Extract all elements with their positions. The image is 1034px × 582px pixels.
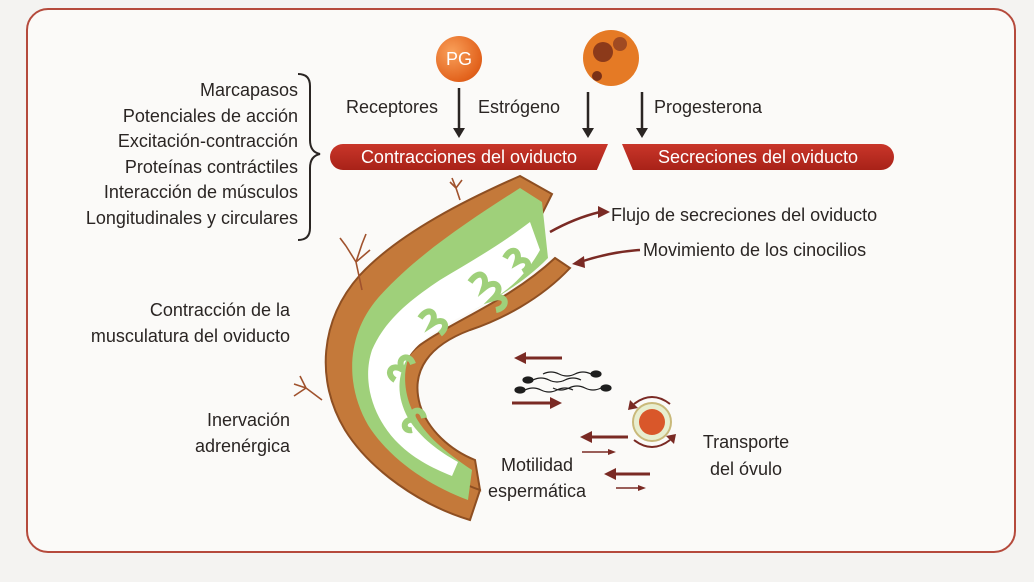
motilidad-label-2: espermática (487, 481, 587, 501)
pacemaker-factor-list: Marcapasos Potenciales de acción Excitac… (86, 78, 298, 231)
estrogeno-label: Estrógeno (478, 97, 561, 117)
list-item: Potenciales de acción (122, 105, 298, 126)
inervacion-label-1: Inervación (206, 410, 290, 430)
receptores-label: Receptores (346, 97, 439, 117)
contraccion-label-2: musculatura del oviducto (90, 326, 290, 346)
progesterona-label: Progesterona (654, 97, 763, 117)
follicle-icon (583, 30, 639, 86)
list-item: Excitación-contracción (117, 131, 298, 151)
secreciones-banner: Secreciones del oviducto (622, 144, 894, 170)
list-item: Proteínas contráctiles (124, 156, 298, 177)
ovum-icon (628, 396, 676, 448)
list-item: Marcapasos (199, 80, 298, 100)
list-item: Interacción de músculos (103, 182, 298, 202)
contracciones-banner: Contracciones del oviducto (330, 144, 608, 170)
movimiento-label: Movimiento de los cinocilios (643, 240, 867, 260)
pg-hormone-badge: PG (436, 36, 482, 82)
cilia-movement-arrow (579, 248, 641, 264)
flujo-label: Flujo de secreciones del oviducto (611, 205, 878, 225)
transporte-label-2: del óvulo (709, 459, 783, 479)
transporte-label-1: Transporte (702, 432, 790, 452)
nerve-branch-icon (293, 177, 463, 401)
list-item: Longitudinales y circulares (85, 207, 298, 228)
secretion-flow-arrow (549, 210, 601, 234)
inervacion-label-2: adrenérgica (194, 436, 290, 456)
contraccion-label-1: Contracción de la (149, 300, 290, 320)
curly-brace (297, 73, 321, 241)
sperm-icon (514, 370, 612, 394)
motilidad-label-1: Motilidad (500, 455, 574, 475)
